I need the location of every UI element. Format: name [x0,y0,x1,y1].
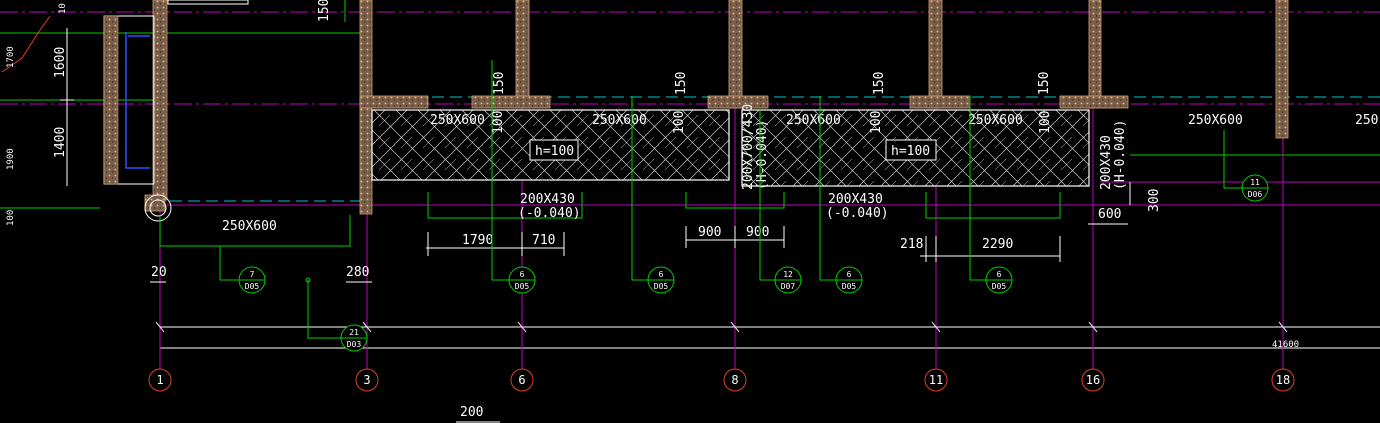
svg-text:3: 3 [363,373,370,387]
svg-text:100: 100 [6,210,16,226]
svg-text:1900: 1900 [6,148,16,170]
svg-text:D03: D03 [347,340,362,349]
svg-text:6: 6 [659,270,664,279]
detail-tag[interactable]: 6 D05 [985,266,1013,294]
svg-text:10: 10 [58,3,68,14]
svg-text:21: 21 [349,328,359,337]
svg-text:1: 1 [156,373,163,387]
svg-text:1600: 1600 [53,47,68,78]
grid-bubble[interactable]: 8 [723,368,747,392]
beam-label: 250X600 [786,113,841,128]
svg-text:300: 300 [1147,189,1162,212]
detail-leaders [219,60,1244,339]
svg-text:6: 6 [997,270,1002,279]
svg-text:710: 710 [532,233,555,248]
grid-bubble[interactable]: 16 [1081,368,1105,392]
svg-text:150: 150 [317,0,332,22]
section-labels: 200X430 (-0.040) 200X430 (-0.040) 200X70… [518,104,1128,221]
svg-text:16: 16 [1086,373,1100,387]
grid-bubble[interactable]: 1 [148,368,172,392]
beam-label: 250X600 [430,113,485,128]
svg-text:100: 100 [491,111,506,134]
svg-text:200: 200 [460,405,483,420]
slab-label: h=100 [891,144,930,159]
svg-text:6: 6 [520,270,525,279]
detail-tag[interactable]: 11 D06 [1241,174,1269,202]
section-label: 200X430 [520,192,575,207]
left-opening [1,0,249,222]
beam-label: 250X600 [968,113,1023,128]
beam-label: 250X600 [1188,113,1243,128]
svg-text:D05: D05 [245,282,260,291]
slab-thickness-labels: h=100 h=100 [529,139,937,161]
svg-text:100: 100 [869,111,884,134]
detail-tag[interactable]: 6 D05 [835,266,863,294]
vertical-section-label: (H-0.040) [1113,120,1128,190]
svg-text:6: 6 [847,270,852,279]
grid-bubble[interactable]: 11 [924,368,948,392]
svg-text:20: 20 [151,265,167,280]
vertical-section-label: (H-0.040) [755,120,770,190]
svg-text:6: 6 [518,373,525,387]
vertical-section-label: 200X430 [1099,135,1114,190]
grid-bubbles: 1 3 6 8 11 16 18 [148,368,1295,392]
svg-text:218: 218 [900,237,923,252]
grid-bubble[interactable]: 18 [1271,368,1295,392]
svg-text:11: 11 [929,373,943,387]
beam-label: 250X600 [222,219,277,234]
detail-tag[interactable]: 12 D07 [774,266,802,294]
svg-text:280: 280 [346,265,369,280]
beam-label: 250X600 [592,113,647,128]
svg-text:D06: D06 [1248,190,1263,199]
beam-outline [159,192,1061,247]
detail-tag[interactable]: 6 D05 [647,266,675,294]
svg-text:D05: D05 [515,282,530,291]
span-dimensions: 1790 710 900 900 218 2290 600 300 20 280… [150,182,1162,423]
detail-tag[interactable]: 7 D05 [238,266,266,294]
svg-text:D05: D05 [992,282,1007,291]
svg-text:7: 7 [250,270,255,279]
vertical-section-label: 200X700/430 [741,104,756,190]
svg-text:1400: 1400 [53,127,68,158]
detail-tag[interactable]: 21 D03 [340,324,368,352]
svg-text:150: 150 [674,72,689,95]
beam-labels: 250X600 250X600 250X600 250X600 250X600 … [222,113,1378,234]
svg-text:1700: 1700 [6,46,16,68]
svg-text:150: 150 [492,72,507,95]
svg-text:11: 11 [1250,178,1260,187]
small-dimensions: 150 150 150 150 150 100 100 100 100 1600… [6,0,1053,226]
svg-text:2290: 2290 [982,237,1013,252]
walls [144,0,1289,215]
section-label: (-0.040) [518,206,581,221]
grid-bubble[interactable]: 3 [355,368,379,392]
svg-text:1790: 1790 [462,233,493,248]
svg-text:12: 12 [783,270,793,279]
beam-label: 250 [1355,113,1378,128]
detail-tags: 7 D05 6 D05 6 D05 12 D07 6 D05 [238,174,1269,352]
slab-label: h=100 [535,144,574,159]
svg-text:18: 18 [1276,373,1290,387]
svg-text:100: 100 [1038,111,1053,134]
svg-text:900: 900 [698,225,721,240]
svg-text:8: 8 [731,373,738,387]
total-dimension: 41600 [1272,340,1299,350]
svg-text:100: 100 [672,111,687,134]
detail-tag[interactable]: 6 D05 [508,266,536,294]
svg-text:150: 150 [872,72,887,95]
svg-text:150: 150 [1037,72,1052,95]
section-label: (-0.040) [826,206,889,221]
svg-text:900: 900 [746,225,769,240]
section-label: 200X430 [828,192,883,207]
grid-dimension-chain: 41600 [155,321,1299,350]
svg-text:D05: D05 [654,282,669,291]
grid-bubble[interactable]: 6 [510,368,534,392]
svg-text:600: 600 [1098,207,1121,222]
svg-text:D07: D07 [781,282,796,291]
svg-text:D05: D05 [842,282,857,291]
axis-lines [0,11,1380,349]
